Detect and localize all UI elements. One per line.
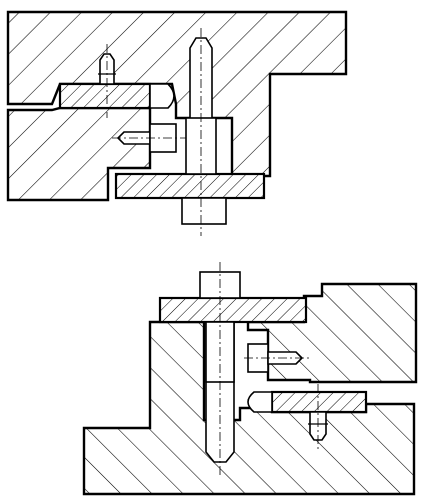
top-flange-washer [114, 172, 266, 200]
top-insert-plate [58, 82, 152, 110]
top-lower-housing [6, 106, 152, 202]
top-assembly-view [6, 10, 348, 236]
bottom-rounded-recess [247, 391, 273, 413]
bottom-insert-plate [270, 390, 368, 414]
bottom-assembly-view [82, 262, 418, 496]
top-bolt-head [181, 197, 227, 225]
bottom-flange-washer [158, 296, 308, 324]
top-rounded-recess [149, 83, 175, 109]
